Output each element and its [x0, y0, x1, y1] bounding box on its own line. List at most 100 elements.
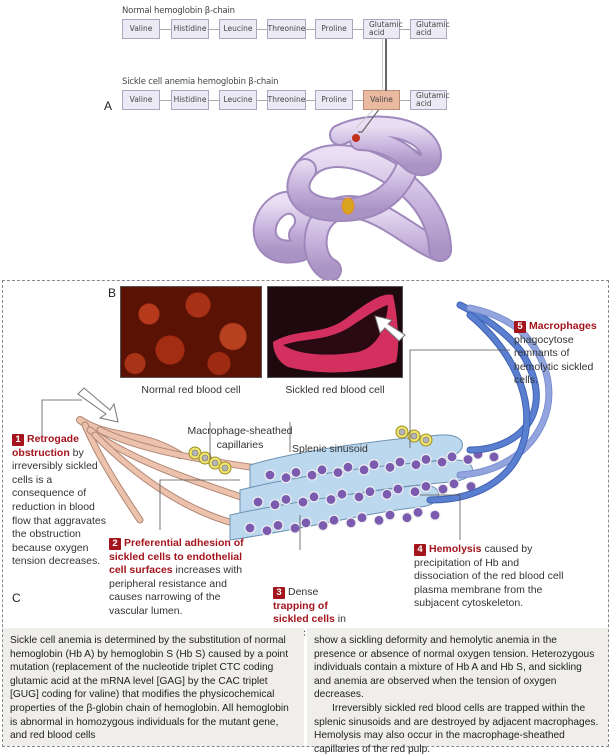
red-blood-cell [392, 483, 404, 495]
summary-right-column: show a sickling deformity and hemolytic … [307, 628, 608, 755]
note-number: 3 [273, 587, 285, 599]
red-blood-cell [316, 464, 328, 476]
peptide-bond [353, 29, 363, 30]
peptide-bond [306, 29, 315, 30]
protein-tube [252, 115, 452, 280]
summary-right-p1: show a sickling deformity and hemolytic … [314, 635, 595, 701]
red-blood-cell [297, 496, 309, 508]
red-blood-cell [336, 488, 348, 500]
red-blood-cell [342, 461, 354, 473]
mutation-connector [385, 39, 387, 91]
normal-chain-title: Normal hemoglobin β-chain [122, 6, 235, 16]
panel-bc-frame [2, 280, 609, 747]
macrophage-nucleus [201, 454, 209, 462]
macrophages [188, 425, 433, 475]
red-blood-cell [437, 483, 449, 495]
amino-acid-box: Threonine [267, 19, 306, 39]
red-blood-cell [429, 509, 441, 521]
macrophage-nucleus [211, 459, 219, 467]
red-blood-cell [364, 486, 376, 498]
amino-acid-box: Histidine [171, 90, 209, 110]
macrophage-nucleus [221, 464, 229, 472]
summary-right-p2: Irreversibly sickled red blood cells are… [314, 702, 599, 755]
red-blood-cell [436, 456, 448, 468]
red-blood-cell [462, 453, 474, 466]
note-number: 5 [514, 321, 526, 333]
red-blood-cell [280, 472, 292, 484]
red-blood-cell [420, 480, 432, 492]
red-blood-cell [420, 453, 432, 465]
panel-a-label: A [104, 99, 113, 113]
note-number: 4 [414, 544, 426, 556]
red-blood-cell [244, 522, 256, 534]
veins [426, 301, 553, 504]
red-blood-cell [368, 459, 380, 471]
red-blood-cell [401, 512, 413, 524]
macrophage-nucleus [410, 432, 418, 440]
red-blood-cell [280, 493, 292, 505]
red-blood-cell [264, 469, 276, 481]
red-blood-cell [269, 499, 281, 511]
amino-acid-box: Valine [363, 90, 400, 110]
normal-rbc-caption: Normal red blood cell [141, 384, 241, 396]
note-number: 1 [12, 434, 24, 446]
red-blood-cell [300, 517, 312, 529]
amino-acid-box: Proline [315, 90, 353, 110]
red-blood-cell [317, 519, 329, 532]
peptide-bond [400, 29, 410, 30]
red-blood-cell [488, 451, 500, 463]
red-blood-cell [261, 525, 273, 537]
summary-left-text: Sickle cell anemia is determined by the … [10, 635, 289, 742]
red-blood-cell [412, 506, 424, 518]
red-blood-cell [410, 459, 422, 471]
amino-acid-box: Histidine [171, 19, 209, 39]
summary-left-column: Sickle cell anemia is determined by the … [3, 628, 304, 746]
heme-group [341, 197, 355, 215]
inflow-arrow [77, 387, 119, 423]
red-blood-cell [332, 466, 344, 479]
red-blood-cell [308, 491, 320, 503]
red-blood-cell [394, 456, 406, 468]
peptide-bond [400, 100, 410, 101]
splenic-sinusoid-label: Splenic sinusoid [292, 443, 368, 455]
red-blood-cell [353, 491, 365, 503]
red-blood-cell [306, 469, 318, 481]
capillaries [76, 416, 274, 529]
red-blood-cell [289, 522, 301, 534]
peptide-bond [209, 100, 219, 101]
amino-acid-box: Valine [122, 19, 160, 39]
red-blood-cell [345, 517, 357, 529]
amino-acid-box: Leucine [219, 90, 257, 110]
red-blood-cell [446, 451, 458, 463]
red-blood-cell [356, 512, 368, 524]
peptide-bond [353, 100, 363, 101]
red-blood-cell [358, 464, 370, 476]
red-blood-cell [272, 519, 284, 531]
peptide-bond [160, 100, 171, 101]
globin-chain-illustration [252, 110, 452, 280]
red-blood-cell [409, 486, 421, 498]
mutation-site-marker [352, 134, 360, 142]
red-blood-cell [384, 509, 396, 521]
amino-acid-box: Threonine [267, 90, 306, 110]
panel-c-label: C [12, 591, 21, 605]
red-blood-cell [384, 461, 396, 473]
red-blood-cell [373, 514, 385, 526]
outflow-arrow [374, 315, 406, 342]
red-blood-cell [252, 496, 264, 508]
red-blood-cell [290, 466, 302, 478]
macrophage-nucleus [422, 436, 430, 444]
macrophage-capillaries-label: Macrophage-sheathed capillaries [187, 425, 293, 451]
panel-b-label: B [108, 286, 117, 300]
note-number: 2 [109, 538, 121, 550]
mutation-connector-shadow [382, 39, 383, 91]
peptide-bond [209, 29, 219, 30]
red-blood-cell [381, 488, 393, 500]
amino-acid-box: Leucine [219, 19, 257, 39]
